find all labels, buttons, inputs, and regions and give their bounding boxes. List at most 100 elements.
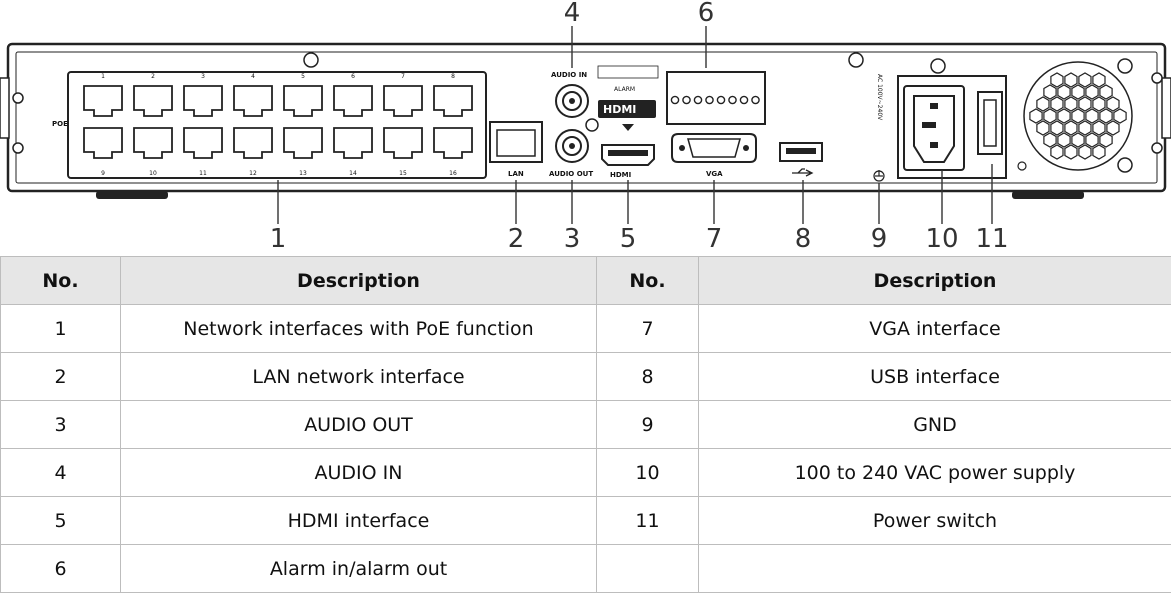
callout-6: 6 [698, 0, 715, 28]
vga-port [687, 138, 741, 158]
alarm-terminal-pin [670, 95, 680, 105]
alarm-label: ALARM [614, 86, 635, 93]
row-description-right: Power switch [698, 496, 1171, 545]
screws [12, 52, 1163, 173]
poe-port-number: 9 [101, 170, 105, 177]
callout-2: 2 [508, 224, 525, 254]
fan-hex-cell [1092, 144, 1106, 160]
fan-hex-cell [1099, 108, 1113, 124]
interface-description-table: No. Description No. Description 1 Networ… [0, 256, 1171, 593]
fan-hex-cell [1057, 108, 1071, 124]
poe-port-number: 12 [249, 170, 257, 177]
fan-hex-cell [1085, 132, 1099, 148]
fan-hex-cell [1113, 108, 1127, 124]
poe-port [283, 127, 323, 159]
fan-hex-cell [1092, 96, 1106, 112]
row-description-right [698, 544, 1171, 593]
poe-port-number: 4 [251, 73, 255, 80]
poe-port [383, 127, 423, 159]
poe-label: POE [52, 120, 68, 128]
fan-hex-cell [1085, 108, 1099, 124]
callout-10: 10 [925, 224, 958, 254]
fan-hex-cell [1029, 108, 1043, 124]
row-no-left: 4 [0, 448, 121, 497]
alarm-terminal-pin [716, 95, 726, 105]
poe-port [333, 127, 373, 159]
poe-port [83, 85, 123, 117]
row-description-right: GND [698, 400, 1171, 449]
alarm-terminal-pin [751, 95, 760, 105]
poe-port-number: 16 [449, 170, 457, 177]
hdmi-arrow-icon [622, 124, 634, 131]
row-description-left: Network interfaces with PoE function [120, 304, 597, 353]
left-rack-ear [0, 77, 10, 139]
callout-4: 4 [564, 0, 581, 28]
poe-port-block [67, 71, 487, 179]
audio-out-label: AUDIO OUT [549, 170, 593, 178]
power-rating-label: AC 100V~240V [876, 74, 883, 121]
poe-port [233, 85, 273, 117]
poe-port [133, 85, 173, 117]
poe-port-number: 3 [201, 73, 205, 80]
alarm-terminal-block [666, 71, 766, 125]
row-no-left: 5 [0, 496, 121, 545]
poe-port [83, 127, 123, 159]
hdmi-logo-badge [598, 100, 656, 118]
fan-hex-cell [1106, 96, 1120, 112]
poe-port-number: 6 [351, 73, 355, 80]
alarm-terminal-pin [728, 95, 737, 105]
fan-hex-cell [1050, 96, 1064, 112]
fan-hex-cell [1106, 120, 1120, 136]
row-description-right: VGA interface [698, 304, 1171, 353]
alarm-pins [670, 95, 760, 105]
alarm-terminal-pin [693, 95, 703, 105]
fan-hex-cell [1050, 144, 1064, 160]
poe-port-number: 15 [399, 170, 407, 177]
row-no-left: 2 [0, 352, 121, 401]
callout-lines [277, 26, 993, 224]
row-no-right: 11 [596, 496, 699, 545]
header-no-right: No. [596, 256, 699, 305]
fan-hex-cell [1036, 120, 1050, 136]
table-row: 3 AUDIO OUT 9 GND [0, 400, 1171, 449]
row-no-left: 6 [0, 544, 121, 593]
fan-hex-cell [1092, 120, 1106, 136]
alarm-terminal-pin [705, 95, 714, 105]
poe-port [383, 85, 423, 117]
usb-icon [792, 168, 814, 177]
poe-port [183, 85, 223, 117]
vga-label: VGA [706, 170, 723, 178]
fan-hex-cell [1050, 72, 1064, 88]
fan-hex-cell [1043, 132, 1057, 148]
poe-port-number: 1 [101, 73, 105, 80]
table-row: 2 LAN network interface 8 USB interface [0, 352, 1171, 401]
poe-port-number: 13 [299, 170, 307, 177]
lan-jack [496, 129, 536, 157]
row-description-left: HDMI interface [120, 496, 597, 545]
alarm-terminal-pin [739, 95, 749, 105]
row-no-right: 10 [596, 448, 699, 497]
row-description-left: AUDIO IN [120, 448, 597, 497]
chassis-inner-outline [15, 51, 1158, 184]
poe-port [133, 127, 173, 159]
fan-hex-cell [1078, 96, 1092, 112]
table-row: 5 HDMI interface 11 Power switch [0, 496, 1171, 545]
fan-hex-cell [1064, 120, 1078, 136]
poe-port [283, 85, 323, 117]
fan-hex-cell [1092, 72, 1106, 88]
callout-9: 9 [871, 224, 888, 254]
row-description-left: Alarm in/alarm out [120, 544, 597, 593]
callout-8: 8 [795, 224, 812, 254]
row-description-left: AUDIO OUT [120, 400, 597, 449]
fan-hex-cell [1043, 84, 1057, 100]
header-no-left: No. [0, 256, 121, 305]
table-header-row: No. Description No. Description [0, 256, 1171, 305]
fan-hex-cell [1057, 132, 1071, 148]
poe-port [233, 127, 273, 159]
row-no-left: 3 [0, 400, 121, 449]
callout-5: 5 [620, 224, 637, 254]
row-no-right: 7 [596, 304, 699, 353]
table-row: 1 Network interfaces with PoE function 7… [0, 304, 1171, 353]
callout-11: 11 [975, 224, 1008, 254]
fan-hex-cell [1071, 108, 1085, 124]
